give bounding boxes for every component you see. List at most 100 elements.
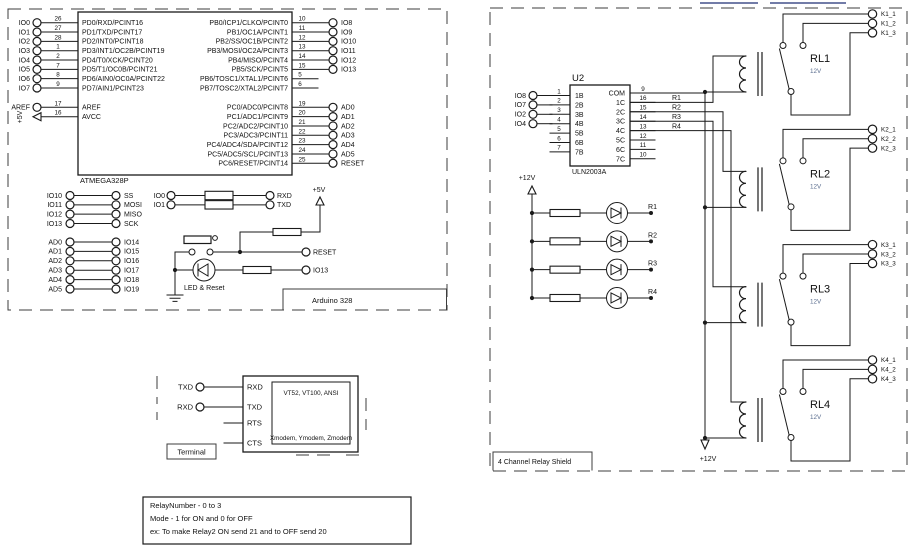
jumper-terminal[interactable] (265, 190, 275, 201)
input-terminal[interactable] (528, 109, 538, 119)
indicator-led[interactable] (606, 286, 628, 309)
relay-module[interactable]: K1_1 K1_2 K1_3 RL1 12V (702, 9, 896, 116)
k-terminal[interactable] (867, 364, 878, 375)
adc-net-label: AD1 (341, 114, 355, 121)
jumper-terminal[interactable] (111, 284, 121, 294)
jumper-terminal[interactable] (65, 200, 75, 210)
io-net-label: IO12 (341, 57, 356, 64)
led-series-resistor[interactable] (549, 237, 581, 246)
io-pin-terminal[interactable] (328, 36, 338, 46)
jumper-terminal[interactable] (111, 246, 121, 256)
jumper-terminal[interactable] (111, 256, 121, 266)
led-resistor[interactable] (242, 265, 272, 275)
led-series-resistor[interactable] (549, 208, 581, 218)
input-terminal[interactable] (528, 100, 538, 110)
led-diode-icon (610, 207, 623, 219)
pin-name: PD7/AIN1/PCINT23 (82, 85, 144, 92)
k-terminal[interactable] (867, 355, 878, 365)
terminal-body[interactable] (242, 375, 359, 453)
spi-jumper-row: IO11 MOSI (47, 200, 142, 210)
jumper-terminal[interactable] (65, 209, 75, 219)
relay-module[interactable]: K3_1 K3_2 K3_3 RL3 12V (702, 239, 896, 347)
k-terminal[interactable] (867, 9, 878, 19)
adc-pin-terminal[interactable] (328, 112, 338, 122)
k-terminal[interactable] (867, 124, 878, 135)
led-series-resistor[interactable] (549, 293, 581, 303)
indicator-led[interactable] (606, 258, 628, 281)
uln-right-pin-row: 7C 10 (616, 152, 656, 163)
jumper-terminal[interactable] (65, 256, 75, 266)
aref-terminal[interactable] (32, 102, 42, 112)
reset-label: RESET (313, 250, 337, 257)
k-terminal[interactable] (867, 143, 878, 153)
relay-module[interactable]: K2_1 K2_2 K2_3 RL2 12V (702, 124, 896, 231)
pullup-resistor[interactable] (272, 227, 302, 237)
io-pin-terminal[interactable] (32, 18, 42, 28)
jumper-terminal[interactable] (65, 246, 75, 256)
io-pin-terminal[interactable] (32, 64, 42, 74)
pin-number: 20 (298, 110, 306, 117)
jumper-terminal[interactable] (111, 200, 121, 210)
input-terminal[interactable] (528, 119, 538, 129)
jumper-terminal[interactable] (265, 200, 275, 210)
io-pin-terminal[interactable] (32, 36, 42, 46)
io-pin-terminal[interactable] (328, 64, 338, 74)
contact-point (779, 157, 787, 165)
jumper-terminal[interactable] (111, 209, 121, 219)
jumper-terminal[interactable] (65, 284, 75, 294)
reset-button[interactable] (183, 235, 212, 245)
jumper-terminal[interactable] (111, 190, 121, 201)
k-terminal[interactable] (867, 133, 878, 144)
jumper-terminal[interactable] (65, 265, 75, 275)
input-terminal[interactable] (528, 90, 538, 101)
adc-pin-terminal[interactable] (328, 149, 338, 159)
jumper-terminal[interactable] (166, 200, 176, 210)
indicator-led[interactable] (606, 202, 628, 224)
led-series-resistor[interactable] (549, 265, 581, 274)
k-terminal[interactable] (867, 18, 878, 29)
adc-pin-terminal[interactable] (328, 140, 338, 150)
jumper-terminal[interactable] (65, 218, 75, 229)
io-pin-terminal[interactable] (328, 27, 338, 37)
adc-pin-terminal[interactable] (328, 130, 338, 140)
relay-voltage-label: 12V (810, 299, 822, 306)
k-terminal[interactable] (867, 27, 878, 38)
io-pin-terminal[interactable] (32, 27, 42, 37)
jumper-terminal[interactable] (166, 190, 176, 201)
pin-name: PB0/ICP1/CLKO/PCINT0 (209, 20, 288, 27)
k-terminal[interactable] (867, 258, 878, 269)
reset-terminal[interactable] (301, 247, 311, 257)
io13-terminal[interactable] (301, 265, 311, 275)
indicator-led[interactable] (606, 230, 628, 253)
io-net-label: IO11 (341, 48, 356, 55)
series-resistor[interactable] (204, 200, 234, 210)
k-terminal[interactable] (867, 373, 878, 384)
series-resistor[interactable] (204, 190, 234, 201)
jumper-terminal[interactable] (111, 274, 121, 285)
adc-pin-terminal[interactable] (328, 121, 338, 131)
uln-input-row: IO7 (515, 100, 553, 110)
k-terminal[interactable] (867, 239, 878, 250)
k-terminal[interactable] (867, 249, 878, 259)
relay-module[interactable]: K4_1 K4_2 K4_3 RL4 12V (702, 355, 896, 462)
adc-pin-terminal[interactable] (328, 102, 338, 112)
io-pin-terminal[interactable] (328, 46, 338, 56)
mcu-body[interactable] (77, 11, 293, 176)
io-pin-terminal[interactable] (328, 55, 338, 65)
io-pin-terminal[interactable] (32, 46, 42, 56)
jumper-terminal[interactable] (111, 265, 121, 275)
uln-body[interactable] (569, 84, 631, 167)
io-pin-terminal[interactable] (32, 83, 42, 93)
led-indicator[interactable] (192, 258, 216, 282)
io-pin-terminal[interactable] (328, 18, 338, 28)
rxd-terminal[interactable] (195, 402, 205, 412)
io-pin-terminal[interactable] (32, 55, 42, 65)
txd-terminal[interactable] (195, 382, 205, 392)
adc-pin-terminal[interactable] (328, 158, 338, 168)
jumper-terminal[interactable] (65, 190, 75, 201)
io-pin-terminal[interactable] (32, 74, 42, 84)
jumper-terminal[interactable] (111, 237, 121, 247)
jumper-terminal[interactable] (111, 218, 121, 229)
jumper-terminal[interactable] (65, 274, 75, 285)
jumper-terminal[interactable] (65, 237, 75, 247)
